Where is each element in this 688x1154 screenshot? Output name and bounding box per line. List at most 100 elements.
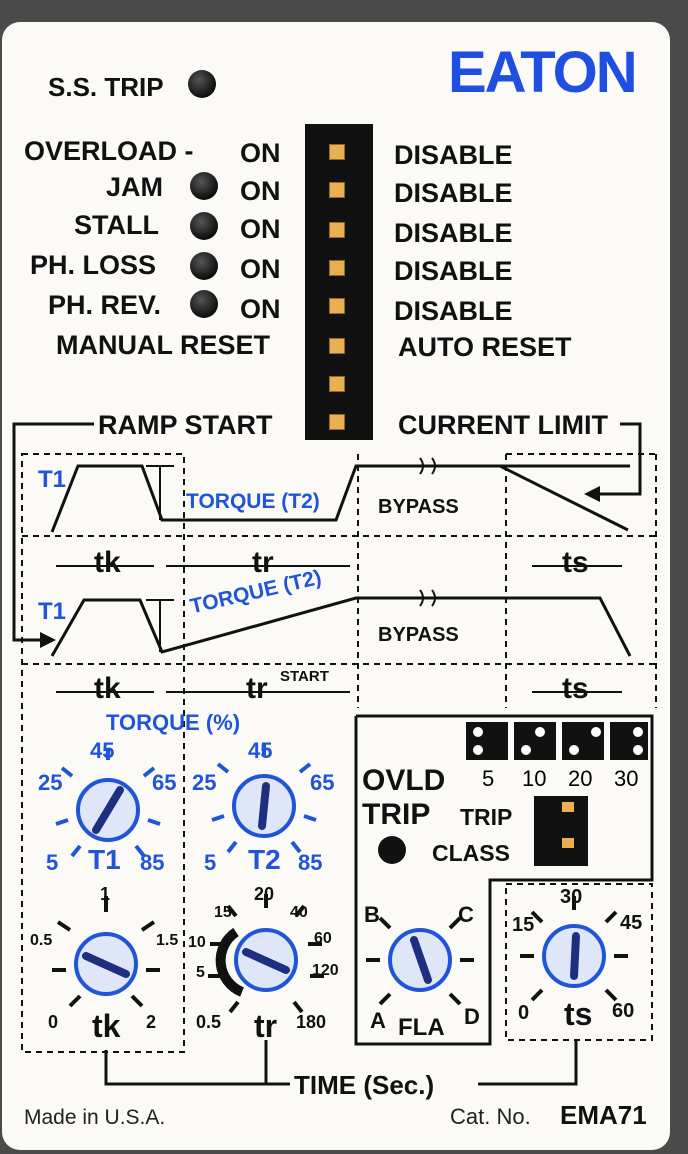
fla-dial-label: FLA <box>398 1014 445 1041</box>
ph-loss-label: PH. LOSS <box>30 250 157 280</box>
tk-label-lower: tk <box>94 672 121 705</box>
t2-dial-65: 65 <box>310 770 335 795</box>
dip-switch-stall[interactable] <box>329 222 345 238</box>
ovld-label: OVLD <box>362 764 446 797</box>
ph-rev-led <box>190 290 218 318</box>
disable-label-1: DISABLE <box>394 140 513 170</box>
on-label-2: ON <box>240 176 281 206</box>
torque-pct-label: TORQUE (%) <box>106 710 241 735</box>
tk-dial-2: 2 <box>146 1012 157 1032</box>
tk-dial-0: 0 <box>48 1012 59 1032</box>
fla-dial-d: D <box>464 1004 480 1029</box>
tk-dial-label: tk <box>92 1008 121 1044</box>
ph-rev-label: PH. REV. <box>48 290 162 320</box>
t1-dial-5: 5 <box>46 850 59 875</box>
on-label-5: ON <box>240 294 281 324</box>
t2-dial-45: 45 <box>248 738 273 763</box>
dip-switch-bank[interactable] <box>305 124 373 440</box>
ss-trip-led <box>188 70 216 98</box>
t1-dial-85: 85 <box>140 850 165 875</box>
ts-label-upper: ts <box>562 546 589 579</box>
disable-label-5: DISABLE <box>394 296 513 326</box>
tk-dial-15: 1.5 <box>156 932 179 949</box>
t2-dial-25: 25 <box>192 770 217 795</box>
manual-reset-label: MANUAL RESET <box>56 330 271 360</box>
tr-dial-10: 10 <box>188 934 206 951</box>
dip-switch-reset[interactable] <box>329 338 345 354</box>
tr-dial-5: 5 <box>196 964 205 981</box>
trip-class-class: CLASS <box>432 840 510 866</box>
tr-dial-05: 0.5 <box>196 1012 222 1032</box>
cat-no-label: Cat. No. <box>450 1104 531 1129</box>
ts-label-lower: ts <box>562 672 589 705</box>
t1-dial-label: T1 <box>88 844 121 875</box>
tr-dial-60: 60 <box>314 930 332 947</box>
fla-dial-b: B <box>364 902 380 927</box>
dip-switch-ph-loss[interactable] <box>329 260 345 276</box>
dip-switch-current-limit[interactable] <box>329 414 345 430</box>
t1-label-lower: T1 <box>38 598 67 625</box>
t1-label-upper: T1 <box>38 466 67 493</box>
ts-dial-30: 30 <box>560 886 583 908</box>
dip-switch-ph-rev[interactable] <box>329 298 345 314</box>
disable-label-4: DISABLE <box>394 256 513 286</box>
fla-dial-c: C <box>458 902 474 927</box>
tr-label-upper: tr <box>252 546 274 579</box>
t1-dial-25: 25 <box>38 770 63 795</box>
bypass-label-upper: BYPASS <box>378 496 459 518</box>
stall-label: STALL <box>74 210 159 240</box>
overload-label: OVERLOAD - <box>24 136 194 166</box>
tk-dial-1: 1 <box>100 884 111 904</box>
tk-dial-05: 0.5 <box>30 932 53 949</box>
t2-dial-5: 5 <box>204 850 217 875</box>
current-limit-label: CURRENT LIMIT <box>398 410 608 440</box>
ovld-trip-label: TRIP <box>362 798 431 831</box>
tr-dial-20: 20 <box>254 884 275 904</box>
trip-class-30: 30 <box>614 766 639 791</box>
on-label-1: ON <box>240 138 281 168</box>
tr-label-lower: tr <box>246 672 268 705</box>
tr-dial-40: 40 <box>290 904 308 921</box>
tr-dial-label: tr <box>254 1008 278 1044</box>
cat-no-value: EMA71 <box>560 1100 647 1130</box>
t1-dial-65: 65 <box>152 770 177 795</box>
made-in-usa: Made in U.S.A. <box>24 1106 166 1129</box>
torque-t2-label-upper: TORQUE (T2) <box>186 490 320 513</box>
tr-dial-180: 180 <box>296 1012 327 1032</box>
stall-led <box>190 212 218 240</box>
disable-label-3: DISABLE <box>394 218 513 248</box>
ts-dial-15: 15 <box>512 914 535 936</box>
trip-class-5: 5 <box>482 766 495 791</box>
tr-dial-15: 15 <box>214 904 232 921</box>
t2-dial-85: 85 <box>298 850 323 875</box>
dip-switch-ramp[interactable] <box>329 376 345 392</box>
start-label: START <box>280 668 329 685</box>
disable-label-2: DISABLE <box>394 178 513 208</box>
ramp-start-label: RAMP START <box>98 410 273 440</box>
dip-switch-overload[interactable] <box>329 144 345 160</box>
on-label-3: ON <box>240 214 281 244</box>
t2-dial-label: T2 <box>248 844 281 875</box>
dip-switch-jam[interactable] <box>329 182 345 198</box>
bypass-label-lower: BYPASS <box>378 624 459 646</box>
fla-dial-a: A <box>370 1008 386 1033</box>
jam-led <box>190 172 218 200</box>
on-label-4: ON <box>240 254 281 284</box>
ts-dial-45: 45 <box>620 912 643 934</box>
eaton-logo: EATON <box>448 40 638 105</box>
t1-dial-45: 45 <box>90 738 115 763</box>
ph-loss-led <box>190 252 218 280</box>
ts-dial-label: ts <box>564 996 593 1032</box>
tr-dial-120: 120 <box>312 962 339 979</box>
time-sec-label: TIME (Sec.) <box>294 1070 435 1100</box>
trip-class-10: 10 <box>522 766 547 791</box>
jam-label: JAM <box>106 172 164 202</box>
ts-dial-0: 0 <box>518 1002 530 1024</box>
trip-class-20: 20 <box>568 766 593 791</box>
ts-dial-60: 60 <box>612 1000 635 1022</box>
ss-trip-label: S.S. TRIP <box>48 72 164 102</box>
auto-reset-label: AUTO RESET <box>398 332 572 362</box>
tk-label-upper: tk <box>94 546 121 579</box>
trip-class-trip: TRIP <box>460 804 513 830</box>
